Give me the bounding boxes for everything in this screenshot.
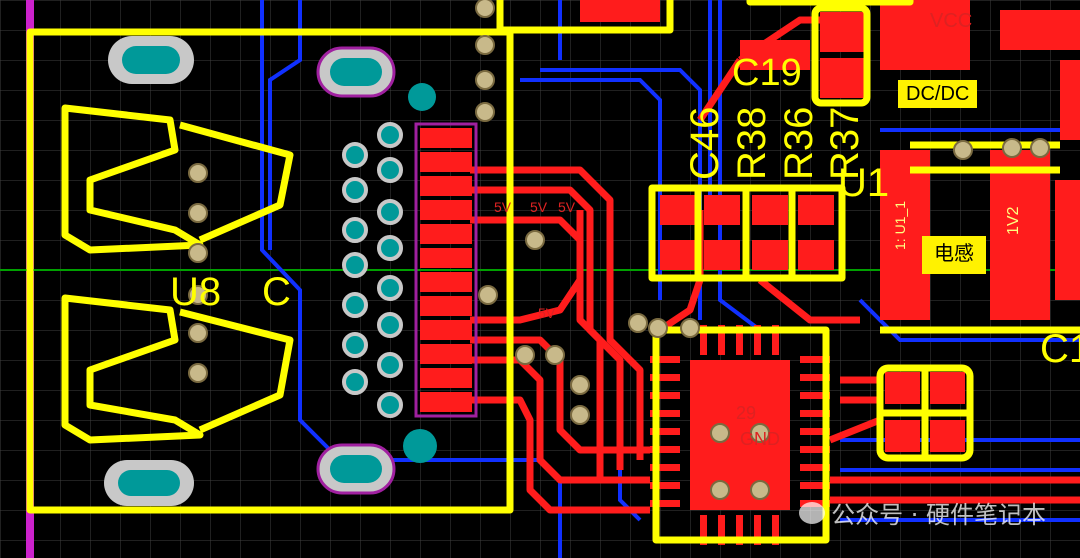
r36-designator: R36: [777, 107, 821, 180]
usb-pad: [420, 368, 472, 388]
connector-pad-outlines: [414, 122, 478, 418]
connector-pins: [342, 122, 403, 418]
net-label-5v: 5V: [530, 199, 548, 215]
gnd-net-label: GND: [740, 429, 780, 449]
passive-pad: [704, 240, 740, 270]
cap-pad: [885, 372, 920, 404]
usb-pad: [420, 248, 472, 268]
connector-latch: [61, 294, 204, 444]
ic-outline: [652, 326, 830, 544]
u1-designator: U1: [838, 161, 889, 205]
copper-pour: [820, 12, 864, 52]
dcdc-note: DC/DC: [898, 80, 978, 108]
net-label-5v: 5V: [538, 305, 556, 321]
u8-designator: U8: [170, 270, 221, 314]
silkscreen-outlines: [26, 0, 1080, 544]
passive-pad: [752, 195, 788, 225]
passive-pad: [752, 240, 788, 270]
copper-pour: [820, 58, 864, 98]
inductor-pad: [880, 150, 930, 320]
shell-holes: [104, 36, 396, 506]
usb-pad: [420, 344, 472, 364]
usb-pad: [420, 320, 472, 340]
copper-pour: [1060, 60, 1080, 140]
inductor-note: 电感: [922, 236, 986, 274]
ic-pins: [650, 325, 830, 545]
usb-pad: [420, 128, 472, 148]
net-label-5v: 5V: [494, 199, 512, 215]
usb-pad: [420, 272, 472, 292]
copper-pour: [740, 40, 810, 70]
c19-designator: C19: [732, 52, 802, 94]
net-label-5v: 5V: [558, 199, 576, 215]
usb-pad: [420, 296, 472, 316]
usb-pad: [420, 200, 472, 220]
r37-designator: R37: [823, 107, 867, 180]
ic-exposed-pad: [690, 360, 790, 510]
watermark: 公众号 · 硬件笔记本: [799, 495, 1046, 530]
u8-suffix: C: [262, 270, 291, 314]
passive-pad: [660, 195, 696, 225]
c46-designator: C46: [683, 107, 727, 180]
mount-hole: [408, 83, 436, 111]
watermark-text: 公众号 · 硬件笔记本: [831, 501, 1046, 529]
usb-pad: [420, 152, 472, 172]
copper-pour: [880, 0, 970, 70]
usb-pad: [420, 176, 472, 196]
top-copper-pads: [420, 0, 1080, 545]
cap-pad: [930, 420, 965, 452]
inductor-pad: [990, 150, 1050, 320]
u1-pin-label: 1: U1_1: [892, 201, 908, 250]
passive-pad: [704, 195, 740, 225]
passive-pad: [798, 195, 834, 225]
mount-hole: [403, 429, 437, 463]
vcc-net-label: VCC: [930, 10, 972, 32]
usb-connector-outline: [26, 28, 514, 514]
r38-designator: R38: [730, 107, 774, 180]
wechat-icon: [799, 501, 826, 524]
cap-pad: [930, 372, 965, 404]
cap-pad: [885, 420, 920, 452]
pad-number: 29: [736, 403, 756, 423]
copper-pour: [1055, 180, 1080, 300]
vias: [188, 0, 1050, 500]
c-right-designator: C1: [1040, 327, 1080, 371]
usb-pad: [420, 224, 472, 244]
passive-pad: [798, 240, 834, 270]
usb-pad: [420, 392, 472, 412]
v2-net-label: 1V2: [1005, 206, 1022, 235]
connector-latch: [61, 104, 204, 254]
passive-pad: [660, 240, 696, 270]
copper-pour: [1000, 10, 1080, 50]
copper-pour: [580, 0, 660, 22]
c19-outline: [811, 4, 871, 107]
